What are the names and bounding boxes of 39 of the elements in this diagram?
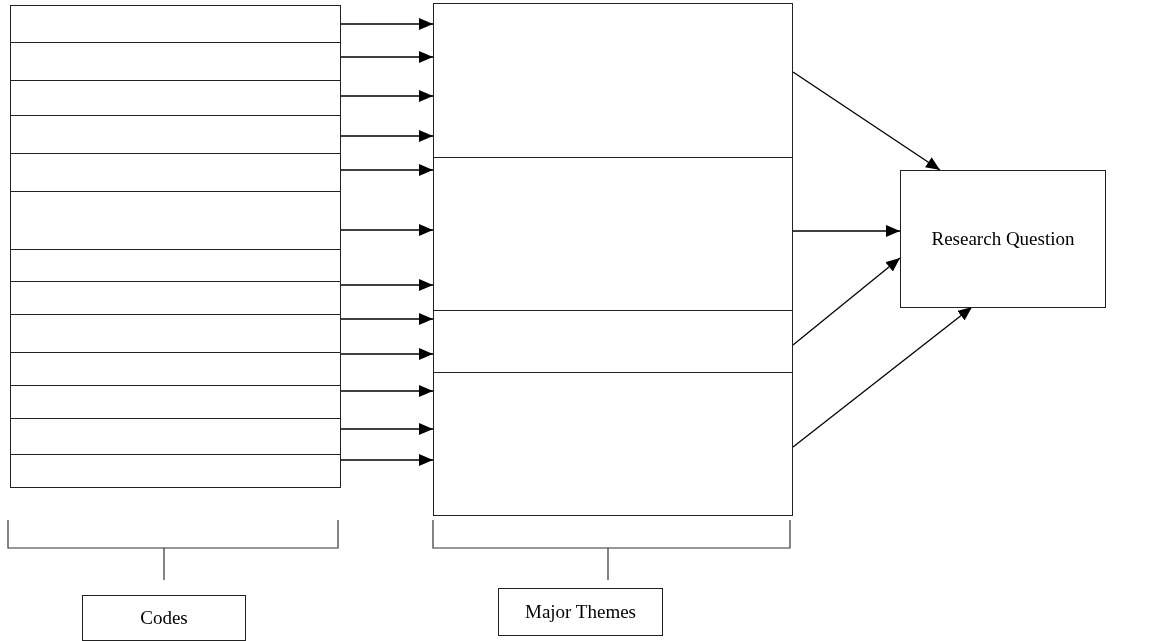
arrow — [792, 225, 901, 237]
arrow — [340, 18, 434, 30]
arrow — [340, 348, 434, 360]
node-label: Codes — [140, 607, 188, 629]
arrow — [340, 224, 434, 236]
arrow — [340, 385, 434, 397]
empty-section — [433, 3, 793, 158]
empty-row — [10, 454, 341, 488]
empty-row — [10, 191, 341, 250]
arrow — [340, 164, 434, 176]
empty-section — [433, 372, 793, 516]
empty-row — [10, 42, 341, 81]
empty-section — [433, 310, 793, 373]
empty-row — [10, 314, 341, 353]
caption-box — [498, 588, 663, 636]
arrow — [340, 279, 434, 291]
empty-row — [10, 352, 341, 386]
arrow — [340, 130, 434, 142]
arrow — [792, 257, 901, 346]
arrow — [340, 313, 434, 325]
node-label: Major Themes — [525, 601, 636, 623]
empty-row — [10, 385, 341, 419]
text-box — [900, 170, 1106, 308]
empty-row — [10, 80, 341, 116]
empty-row — [10, 115, 341, 154]
arrow — [340, 51, 434, 63]
arrow — [792, 306, 973, 448]
caption-box — [82, 595, 246, 641]
empty-row — [10, 249, 341, 282]
arrow — [340, 423, 434, 435]
empty-row — [10, 281, 341, 315]
empty-row — [10, 5, 341, 43]
node-label: Research Question — [931, 228, 1075, 250]
arrow — [340, 454, 434, 466]
arrow — [340, 90, 434, 102]
arrow — [792, 71, 941, 171]
empty-row — [10, 153, 341, 192]
empty-row — [10, 418, 341, 455]
empty-section — [433, 157, 793, 311]
